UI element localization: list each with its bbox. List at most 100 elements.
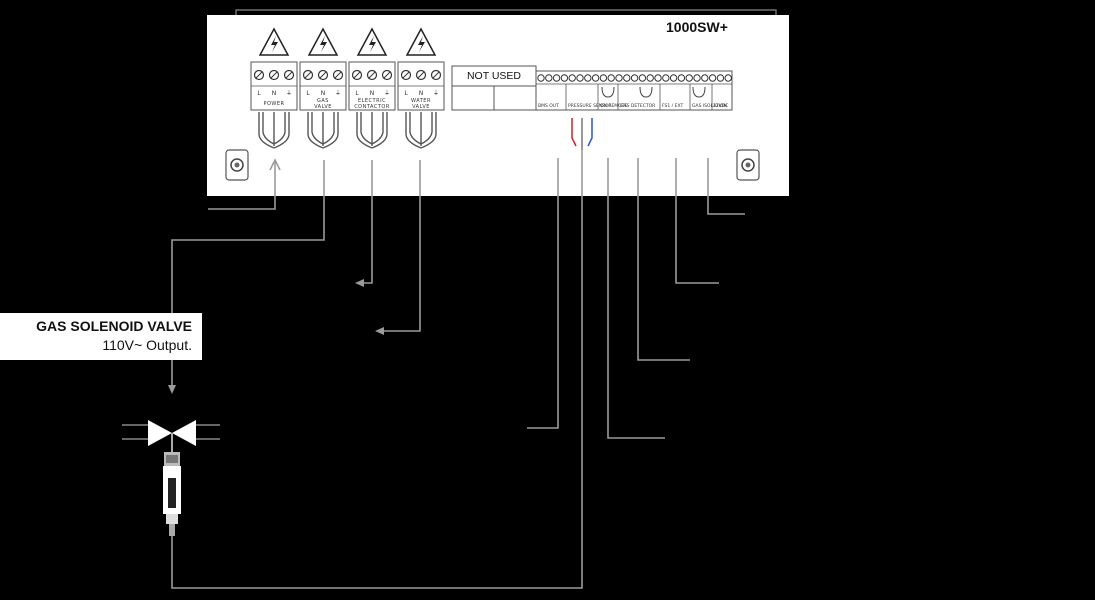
contactor-arrowhead bbox=[355, 279, 364, 287]
wire-bundle bbox=[258, 112, 290, 149]
controller-panel bbox=[207, 15, 789, 196]
lv-terminal-screw bbox=[646, 74, 654, 82]
hv-label-line1: GAS bbox=[317, 98, 329, 104]
gas-solenoid-callout: GAS SOLENOID VALVE 110V~ Output. bbox=[0, 313, 202, 360]
lv-terminal-screw bbox=[607, 74, 615, 82]
hv-label-line1: ELECTRIC bbox=[357, 98, 387, 104]
lv-terminal-screw bbox=[708, 74, 717, 82]
lv-group-label: FS1 / EXT bbox=[662, 104, 684, 109]
contactor-lead bbox=[358, 160, 373, 284]
lv-group-label: PRESSURE SENSOR bbox=[568, 104, 612, 109]
pressure-sensor-lead bbox=[171, 150, 583, 589]
fs1-lead bbox=[675, 158, 719, 284]
lv-terminal-screw bbox=[716, 74, 725, 82]
lv-terminal-screw bbox=[552, 74, 561, 82]
loop-link-icon bbox=[639, 86, 653, 98]
gas-detector-lead bbox=[637, 158, 690, 361]
sensor-wire-blue bbox=[587, 118, 593, 147]
water-valve-arrowhead bbox=[375, 327, 384, 335]
model-label: 1000SW+ bbox=[666, 19, 728, 35]
screw-slot bbox=[402, 71, 410, 79]
hv-label-line1: WATER bbox=[411, 98, 431, 104]
low-voltage-terminal-strip bbox=[535, 70, 733, 111]
lv-terminal-screw bbox=[662, 74, 670, 82]
terminal-letter: ⏚ bbox=[433, 90, 439, 97]
lv-terminal-screw bbox=[693, 74, 701, 82]
lv-group-label: GAS ISOLATION bbox=[692, 104, 727, 109]
lv-terminal-screw bbox=[591, 74, 600, 82]
screw-slot bbox=[255, 71, 263, 79]
lightning-bolt-icon bbox=[271, 36, 278, 52]
lv-terminal-screw bbox=[638, 74, 647, 82]
terminal-letter: N bbox=[419, 90, 424, 97]
screw-slot bbox=[285, 71, 293, 79]
lv-terminal-screw bbox=[623, 74, 631, 82]
sensor-wire-red bbox=[571, 118, 577, 147]
callout-title: GAS SOLENOID VALVE bbox=[36, 318, 192, 334]
screw-slot bbox=[432, 71, 440, 79]
lv-terminal-screw bbox=[584, 74, 592, 82]
terminal-letter: N bbox=[321, 90, 326, 97]
hv-block-2: L N ⏚ bbox=[348, 27, 396, 149]
lv-terminal-screw bbox=[560, 74, 569, 82]
terminal-letter: ⏚ bbox=[384, 90, 390, 97]
lv-terminal-screw bbox=[654, 74, 662, 82]
mounting-hole-left bbox=[225, 149, 249, 181]
lv-group-label: GAS DETECTOR bbox=[620, 104, 656, 109]
terminal-letter: N bbox=[370, 90, 375, 97]
screw-slot bbox=[334, 71, 342, 79]
hv-label-line2: VALVE bbox=[412, 104, 430, 110]
panel-lid-outline bbox=[235, 9, 777, 15]
lv-terminal-screw bbox=[615, 74, 623, 82]
callout-subtitle: 110V~ Output. bbox=[102, 337, 192, 353]
loop-link-icon bbox=[692, 86, 706, 98]
hv-label-line2: CONTACTOR bbox=[354, 104, 390, 110]
hv-block-0: L N ⏚ bbox=[250, 27, 298, 149]
12vdc-lead bbox=[707, 158, 745, 215]
loop-link-icon bbox=[601, 86, 615, 98]
hv-label-line2: VALVE bbox=[314, 104, 332, 110]
screw-slot bbox=[417, 71, 425, 79]
mounting-hole-right bbox=[736, 149, 760, 181]
screw-slot bbox=[368, 71, 376, 79]
lv-terminal-screw bbox=[685, 74, 693, 82]
lv-terminal-screw bbox=[724, 74, 732, 82]
terminal-letter: L bbox=[355, 90, 359, 97]
lv-terminal-screw bbox=[568, 74, 576, 82]
remote-lead bbox=[607, 158, 665, 439]
bms-lead bbox=[527, 158, 559, 429]
hv-label-line1: POWER bbox=[263, 101, 285, 107]
terminal-letter: L bbox=[306, 90, 310, 97]
solenoid-valve-icon bbox=[122, 420, 220, 536]
lv-group-label: BMS OUT bbox=[538, 104, 559, 109]
lv-terminal-screw bbox=[545, 74, 553, 82]
lv-terminal-screw bbox=[669, 74, 678, 82]
wire-bundle bbox=[405, 112, 437, 149]
hv-block-label: POWER bbox=[251, 101, 297, 107]
lv-group-label: 12VDC bbox=[713, 104, 729, 109]
power-lead bbox=[208, 162, 276, 210]
lightning-bolt-icon bbox=[320, 36, 327, 52]
terminal-letter: L bbox=[404, 90, 408, 97]
wire-bundle bbox=[356, 112, 388, 149]
not-used-label: NOT USED bbox=[466, 70, 522, 82]
screw-slot bbox=[353, 71, 361, 79]
screw-slot bbox=[319, 71, 327, 79]
lv-group-label: ON REMOTE bbox=[600, 104, 628, 109]
screw-slot bbox=[270, 71, 278, 79]
lv-terminal-screw bbox=[630, 74, 639, 82]
power-lead-arrow bbox=[269, 158, 281, 171]
terminal-letter: N bbox=[272, 90, 277, 97]
terminal-letter: L bbox=[257, 90, 261, 97]
screw-slot bbox=[383, 71, 391, 79]
hv-block-3: L N ⏚ bbox=[397, 27, 445, 149]
water-valve-lead bbox=[378, 160, 421, 332]
lv-terminal-screw bbox=[537, 74, 545, 82]
terminal-letter: ⏚ bbox=[286, 90, 292, 97]
